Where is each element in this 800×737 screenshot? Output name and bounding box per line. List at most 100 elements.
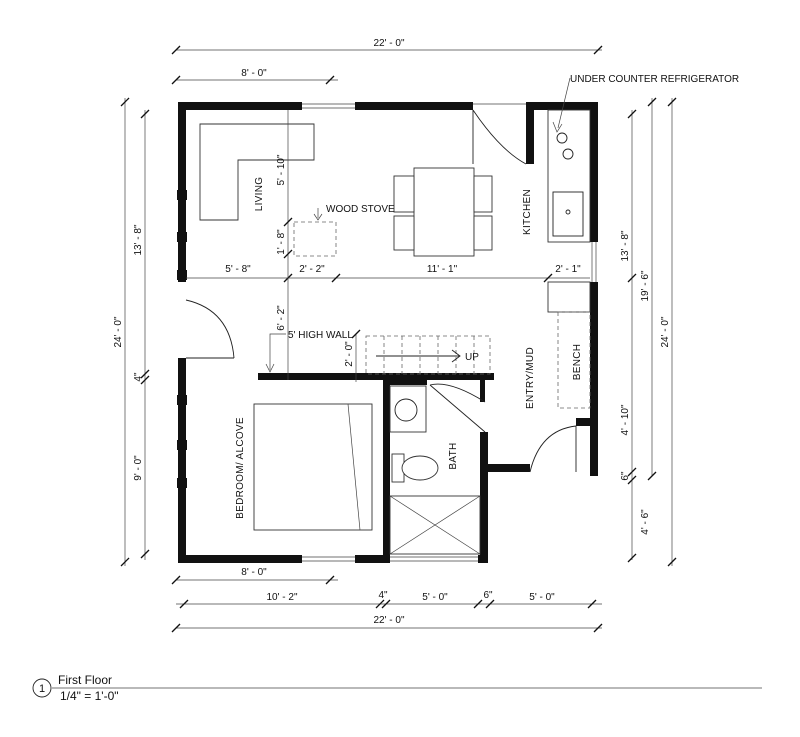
north-wall-east [526,102,598,110]
dim-right-overall: 24' - 0" [660,316,671,347]
dining-table [413,167,475,257]
dim-row-seg-3: 11' - 1" [427,264,458,275]
front-door-swing [472,109,527,165]
tick [140,369,150,379]
dim-right-lower: 4' - 6" [640,509,651,535]
dim-bottom-window: 8' - 0" [241,567,267,578]
interior-walls [258,373,494,563]
sectional-sofa [199,123,315,221]
room-bench: BENCH [572,344,583,381]
chair-right-1 [473,175,493,213]
loft-wall [258,373,494,380]
cooktop-burner-1 [556,132,568,144]
entry-door-swing [529,425,577,473]
tick [375,599,385,609]
dim-right-upper: 13' - 8" [620,230,631,261]
bath-west-wall [383,380,390,563]
room-bath: BATH [448,442,459,469]
east-wall-lower [590,282,598,476]
note-stair-up: UP [465,352,479,363]
dim-left-overall: 24' - 0" [113,316,124,347]
dim-bottom-seg-3: 5' - 0" [422,592,448,603]
mud-bench [557,311,591,409]
south-window-1 [302,556,355,562]
doors [185,109,577,473]
tick [140,109,150,119]
tick [179,599,189,609]
tick [627,475,637,485]
tick [627,273,637,283]
dim-bottom-seg-5: 5' - 0" [529,592,555,603]
lower-counter [547,281,591,313]
kitchen-west-stub [526,102,534,164]
tick [140,375,150,385]
tick [647,471,657,481]
west-window-mark-5 [177,440,187,450]
shower-x [389,495,481,555]
room-bedroom: BEDROOM/ ALCOVE [235,417,246,519]
dimension-text: 22' - 0" 8' - 0" 8' - 0" 10' - 2" 4" 5' … [113,38,671,626]
tick [171,623,181,633]
kitchen-sink [552,191,584,237]
tick [325,75,335,85]
tick [593,45,603,55]
note-refrigerator: UNDER COUNTER REFRIGERATOR [570,74,739,85]
stairs [365,335,491,375]
room-entry: ENTRY/MUD [525,347,536,409]
kitchen-counter [547,109,591,243]
south-wall-west [178,555,302,563]
stair-treads [383,336,475,374]
tick [485,599,495,609]
title-text: First Floor [58,673,112,687]
fridge-leader [552,77,571,133]
bath-door-leaf [429,384,486,433]
title-number: 1 [39,683,45,695]
room-kitchen: KITCHEN [522,189,533,235]
dim-wall-gap: 2' - 0" [344,341,355,367]
north-window-1 [302,103,355,109]
room-living: LIVING [254,177,265,212]
north-wall-mid [355,102,473,110]
vanity [389,385,427,433]
tick [171,75,181,85]
stair-outline [365,335,491,375]
note-high-wall: 5' HIGH WALL [288,330,353,341]
west-window-mark-4 [177,395,187,405]
lavatory [394,398,418,422]
bath-north-wall [383,380,427,385]
cooktop-burner-2 [562,148,574,160]
tick [543,273,553,283]
west-window-mark-2 [177,232,187,242]
east-window [591,242,597,282]
dim-interior-living: 5' - 10" [276,154,287,185]
dim-row-seg-1: 5' - 8" [225,264,251,275]
bed-fold [347,403,361,531]
dimension-lines [120,45,677,633]
title-scale: 1/4" = 1'-0" [60,689,119,703]
dim-row-seg-4: 2' - 1" [555,264,581,275]
tick [140,549,150,559]
tick [351,329,361,339]
chair-left-1 [393,175,415,213]
dim-right-entry: 4' - 10" [620,404,631,435]
west-window-mark-3 [177,270,187,280]
title-number-circle [32,678,52,698]
dim-bottom-seg-4: 6" [483,590,493,601]
stove-leader [313,208,323,221]
furniture [199,109,591,555]
entry-east-stub [576,418,598,426]
tick [283,249,293,259]
stair-arrow [376,349,461,363]
east-wall-upper [590,102,598,242]
west-window-mark-1 [177,190,187,200]
tick [667,557,677,567]
room-labels: LIVING KITCHEN BEDROOM/ ALCOVE BATH ENTR… [235,74,739,519]
tick [593,623,603,633]
south-wall-bath [355,555,388,563]
south-window-2 [388,556,478,562]
tick [667,97,677,107]
tick [283,217,293,227]
tick [171,575,181,585]
west-window-mark-6 [177,478,187,488]
